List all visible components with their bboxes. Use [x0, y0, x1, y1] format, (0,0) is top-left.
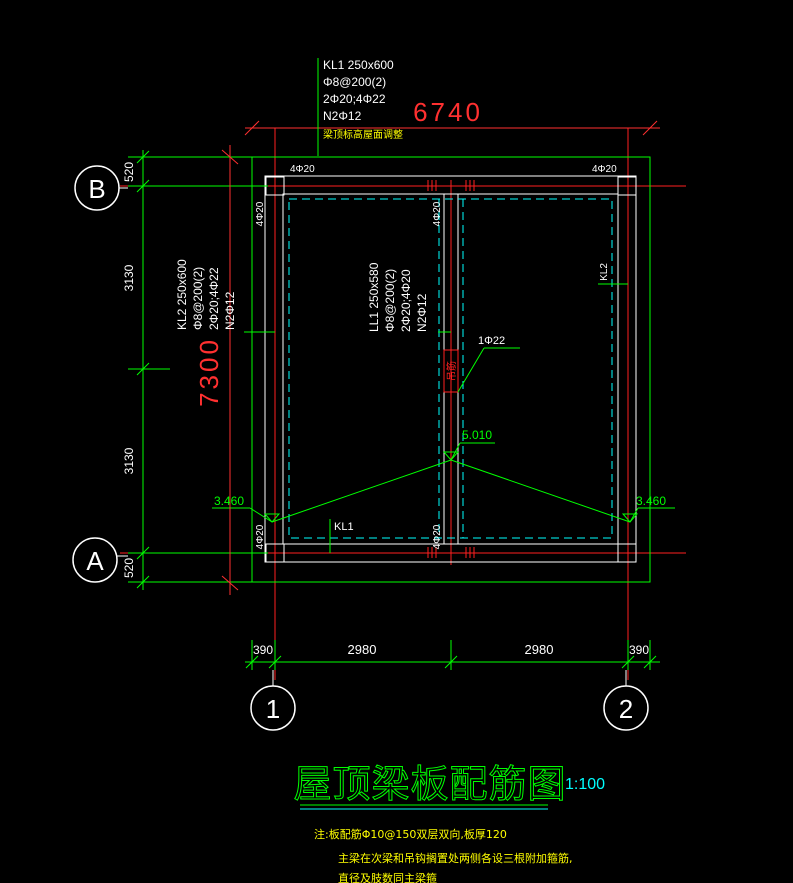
elevation-ridge: 5.010 [462, 428, 492, 442]
dim-left-tick [136, 362, 150, 376]
overall-width-label: 6740 [413, 97, 483, 127]
dim-bottom-tick [621, 655, 635, 669]
hanger-symbol [443, 347, 520, 393]
overall-height-label: 7300 [194, 337, 224, 407]
slab-outline [251, 156, 651, 583]
annotation-leaders [244, 58, 628, 553]
rebar-hanger-tag: 吊筋 [445, 361, 458, 381]
dim-left-520-bottom: 520 [122, 558, 136, 578]
slope-right [450, 459, 631, 523]
slope-left [271, 459, 452, 523]
kl1-top-annotation: KL1 250x600 Φ8@200(2) 2Φ20;4Φ22 N2Φ12 梁顶… [323, 58, 403, 141]
left-dimension-lines [128, 150, 268, 590]
dim-left-3130-lower: 3130 [122, 447, 136, 474]
ll1-center-line2: Φ8@200(2) [383, 269, 397, 332]
elevation-right: 3.460 [636, 494, 666, 508]
ridge-marker [442, 451, 460, 461]
hanger-leader [457, 347, 485, 393]
overall-height-tick [221, 149, 239, 165]
ll1-center-line3: 2Φ20;4Φ20 [399, 269, 413, 332]
overall-width-tick [642, 120, 658, 136]
dim-left-tick [136, 546, 150, 560]
drawing-title: 屋顶梁板配筋图 [293, 762, 566, 806]
dim-bottom-2980-right: 2980 [525, 642, 554, 657]
elev-right-marker [621, 513, 639, 523]
beam-tag-kl1-bottom: KL1 [334, 521, 354, 533]
dim-bottom-tick [643, 655, 657, 669]
rebar-mid-top-vert: 4Φ20 [432, 201, 443, 226]
hanger-box [443, 349, 459, 393]
dim-left-tick [136, 179, 150, 193]
beam-lines [264, 175, 637, 563]
ll1-center-line1: LL1 250x580 [367, 262, 381, 332]
rebar-ticks [427, 180, 475, 558]
rebar-mid-bottom-vert: 4Φ20 [432, 524, 443, 549]
beam-inner [282, 193, 619, 545]
kl2-left-annotation: KL2 250x600 Φ8@200(2) 2Φ20;4Φ22 N2Φ12 [175, 259, 237, 330]
beam-tag-kl2-right: KL2 [599, 263, 610, 281]
kl2-left-line3: 2Φ20;4Φ22 [207, 267, 221, 330]
axis-label-b: B [88, 174, 105, 204]
note-line-2: 主梁在次梁和吊钩搁置处两侧各设三根附加箍筋, [338, 851, 573, 865]
kl2-left-line2: Φ8@200(2) [191, 267, 205, 330]
overall-width-tick [244, 120, 260, 136]
rebar-top-right: 4Φ20 [592, 164, 617, 175]
overall-height-tick [221, 575, 239, 591]
elev-right-diag [629, 507, 639, 523]
kl2-left-line1: KL2 250x600 [175, 259, 189, 330]
column-a2 [617, 543, 637, 563]
note-line-1: 注:板配筋Φ10@150双层双向,板厚120 [314, 827, 507, 841]
roof-slope-lines [212, 442, 675, 523]
axis-bubble-connectors [117, 187, 627, 686]
rebar-hanger: 1Φ22 [478, 335, 505, 347]
dim-left-tick [136, 575, 150, 589]
axis-bubble-a [72, 537, 118, 583]
column-b2 [617, 176, 637, 196]
slab-dashed-rect [288, 198, 613, 539]
overall-width-dim [244, 120, 660, 136]
kl1-top-line3: 2Φ20;4Φ22 [323, 92, 386, 106]
axis-label-a: A [86, 546, 104, 576]
dim-bottom-tick [268, 655, 282, 669]
dim-left-520-top: 520 [122, 162, 136, 182]
kl1-top-line1: KL1 250x600 [323, 58, 394, 72]
kl2-left-line4: N2Φ12 [223, 291, 237, 330]
elev-left-marker [263, 513, 281, 523]
overall-height-dim [221, 145, 239, 595]
bottom-dimension-lines [245, 640, 660, 670]
elevation-left: 3.460 [214, 494, 244, 508]
kl1-top-line2: Φ8@200(2) [323, 75, 386, 89]
rebar-left-bottom-vert: 4Φ20 [255, 524, 266, 549]
axis-label-2: 2 [619, 694, 633, 724]
ll1-center-annotation: LL1 250x580 Φ8@200(2) 2Φ20;4Φ20 N2Φ12 [367, 262, 429, 332]
kl1-top-line5: 梁顶标高屋面调整 [323, 128, 403, 141]
note-line-3: 直径及肢数同主梁箍 [338, 871, 437, 883]
drawing-scale: 1:100 [565, 776, 605, 793]
dim-bottom-390-right: 390 [629, 643, 649, 657]
dim-left-tick [136, 150, 150, 164]
kl1-top-line4: N2Φ12 [323, 109, 362, 123]
ll1-center-line4: N2Φ12 [415, 293, 429, 332]
dim-bottom-390-left: 390 [253, 643, 273, 657]
elev-left-diag [249, 507, 273, 523]
dim-bottom-2980-left: 2980 [348, 642, 377, 657]
rebar-left-top-vert: 4Φ20 [255, 201, 266, 226]
axis-label-1: 1 [266, 694, 280, 724]
rebar-top-left: 4Φ20 [290, 164, 315, 175]
dim-bottom-tick [245, 655, 259, 669]
dim-bottom-tick [444, 655, 458, 669]
slab-dashed-lines [288, 198, 613, 539]
beam-outer [264, 175, 637, 563]
dim-left-3130-upper: 3130 [122, 264, 136, 291]
